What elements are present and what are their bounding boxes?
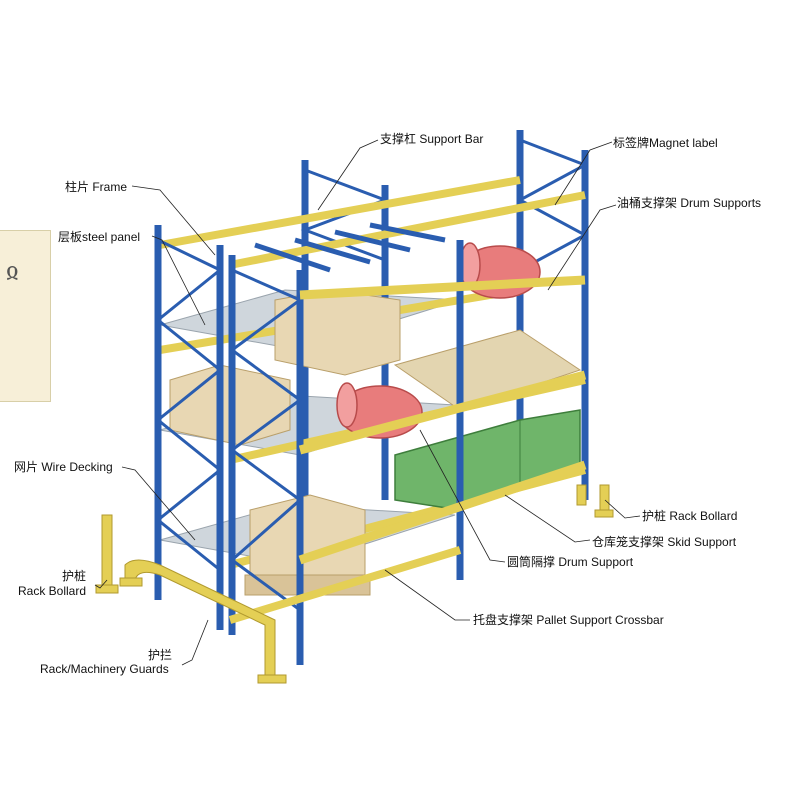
label-drum-support: 圆筒隔撑 Drum Support: [507, 555, 634, 569]
support-bar: [254, 242, 331, 273]
frame-bracing: [155, 238, 223, 572]
label-pallet-support: 托盘支撑架 Pallet Support Crossbar: [473, 613, 664, 627]
leader-guards: [181, 619, 209, 666]
label-rack-bollard-left-cn: 护桩: [62, 569, 87, 583]
leader-magnet-label: [554, 141, 613, 206]
drum-middle-end: [336, 382, 358, 428]
support-bars: [254, 222, 446, 273]
guard-base: [257, 674, 287, 684]
bollard-base: [594, 509, 614, 518]
guards: [95, 484, 614, 684]
leader-lines: [94, 139, 641, 666]
frame-bracing: [229, 268, 303, 612]
label-support-bar: 支撑杠 Support Bar: [380, 132, 484, 146]
sticky-note: ჲ: [0, 230, 51, 402]
leader-steel-panel: [151, 235, 206, 326]
support-bar: [334, 229, 411, 253]
support-bar: [294, 237, 371, 265]
leader-drum-support: [419, 429, 506, 563]
beam: [159, 176, 521, 249]
label-drum-supports: 油桶支撑架 Drum Supports: [617, 196, 762, 210]
rack-bollard-right-2: [576, 484, 587, 506]
support-bar: [369, 222, 446, 243]
leader-skid-support: [504, 494, 591, 543]
steel-panel: [393, 329, 582, 411]
label-rack-bollard-right: 护桩 Rack Bollard: [642, 509, 738, 523]
leader-rack-bollard-right: [604, 499, 641, 519]
leader-pallet-support: [384, 569, 470, 621]
label-guards-en: Rack/Machinery Guards: [40, 662, 169, 676]
label-frame: 柱片 Frame: [65, 180, 128, 194]
rack-bollard-left: [101, 514, 113, 591]
leader-wire-decking: [121, 466, 196, 541]
leader-frame: [131, 185, 216, 256]
label-magnet-label: 标签牌Magnet label: [613, 136, 718, 150]
leader-support-bar: [317, 139, 379, 211]
scribble-mark: ჲ: [6, 259, 19, 284]
beam: [298, 460, 587, 565]
label-skid-support: 仓库笼支撑架 Skid Support: [592, 535, 737, 549]
leader-drum-supports: [547, 204, 617, 291]
label-wire-decking: 网片 Wire Decking: [14, 460, 113, 474]
label-rack-bollard-left-en: Rack Bollard: [18, 584, 87, 598]
beam: [298, 370, 587, 455]
guard-base: [119, 577, 143, 587]
label-guards-cn: 护拦: [148, 648, 173, 662]
frame-bracing: [516, 138, 589, 272]
beam: [299, 275, 586, 300]
front-beams: [298, 275, 587, 565]
pallet-support-crossbar: [228, 546, 462, 624]
bollard-base: [95, 584, 119, 594]
front-frames: [154, 225, 464, 665]
label-steel-panel: 层板steel panel: [58, 230, 141, 244]
leader-rack-bollard-left: [94, 579, 108, 589]
